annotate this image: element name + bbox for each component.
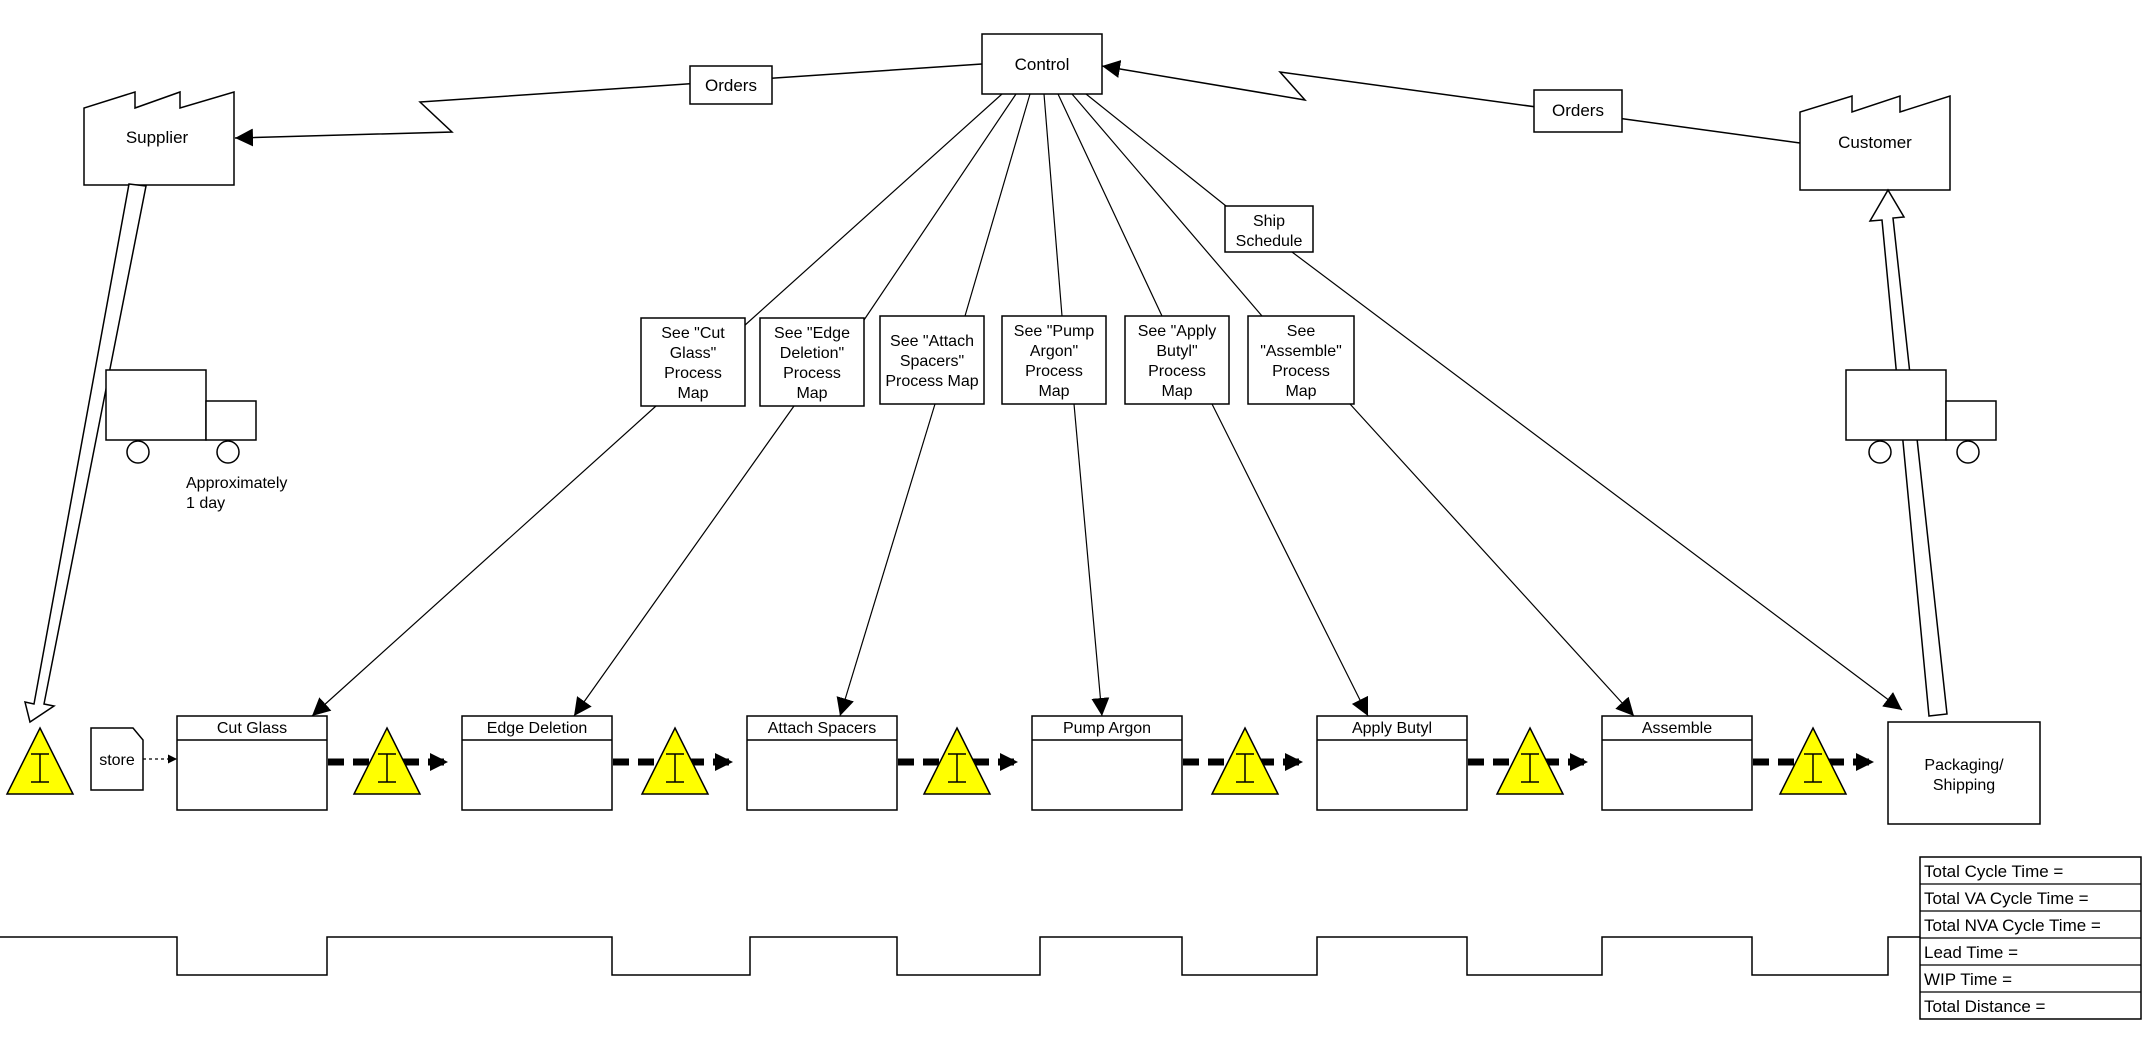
process-map-box-apply-butyl: See "Apply Butyl" Process Map: [1124, 315, 1230, 405]
process-map-text: Process: [783, 365, 841, 382]
packaging-shipping-box: Packaging/ Shipping: [1887, 721, 2041, 825]
customer-factory: Customer: [1799, 94, 1951, 191]
process-map-text: See "Attach: [890, 333, 974, 350]
packaging-line-2: Shipping: [1933, 777, 1995, 794]
process-map-box-edge-deletion: See "Edge Deletion" Process Map: [759, 317, 865, 407]
process-map-text: See "Pump: [1014, 323, 1094, 340]
process-map-text: See "Apply: [1138, 323, 1217, 340]
process-map-arrows: [311, 403, 1635, 717]
process-map-text: "Assemble": [1260, 343, 1342, 360]
process-map-text: Glass": [670, 345, 717, 362]
process-label: Cut Glass: [217, 720, 287, 737]
supplier-factory: Supplier: [83, 90, 235, 186]
orders-flow-from-customer: [1101, 60, 1801, 144]
process-map-text: Process: [1025, 363, 1083, 380]
truck-left-caption-line-1: Approximately: [186, 475, 287, 492]
process-map-text: Process: [1272, 363, 1330, 380]
orders-box-right: Orders: [1533, 89, 1623, 133]
summary-table: Total Cycle Time = Total VA Cycle Time =…: [1919, 856, 2142, 1020]
process-box-apply-butyl: Apply Butyl: [1316, 715, 1468, 811]
summary-row-total-cycle-time: Total Cycle Time =: [1924, 862, 2063, 881]
ship-schedule-line-2: Schedule: [1236, 233, 1303, 250]
orders-flow-to-supplier: [234, 63, 983, 147]
process-map-text: Process: [664, 365, 722, 382]
process-map-box-pump-argon: See "Pump Argon" Process Map: [1001, 315, 1107, 405]
supplier-label: Supplier: [126, 128, 189, 147]
process-map-text: Process: [1148, 363, 1206, 380]
control-label: Control: [1015, 55, 1070, 74]
truck-left-caption-line-2: 1 day: [186, 495, 225, 512]
summary-row-total-nva-cycle-time: Total NVA Cycle Time =: [1924, 916, 2101, 935]
process-box-cut-glass: Cut Glass: [176, 715, 328, 811]
process-map-text: Map: [1285, 383, 1316, 400]
process-label: Apply Butyl: [1352, 720, 1432, 737]
timeline-ladder: [0, 936, 1920, 976]
process-box-assemble: Assemble: [1601, 715, 1753, 811]
packaging-line-1: Packaging/: [1924, 757, 2004, 774]
inventory-triangles: IIIIIII: [5, 726, 1848, 795]
inventory-triangle-icon: I: [1210, 726, 1280, 795]
orders-left-label: Orders: [705, 76, 757, 95]
process-map-text: Map: [677, 385, 708, 402]
process-map-text: See "Edge: [774, 325, 850, 342]
process-map-text: Spacers": [900, 353, 964, 370]
inventory-triangle-icon: I: [1778, 726, 1848, 795]
process-map-box-assemble: See "Assemble" Process Map: [1247, 315, 1355, 405]
process-label: Edge Deletion: [487, 720, 588, 737]
process-map-text: Butyl": [1156, 343, 1197, 360]
inventory-triangle-icon: I: [5, 726, 75, 795]
summary-row-total-va-cycle-time: Total VA Cycle Time =: [1924, 889, 2089, 908]
process-map-text: Map: [1038, 383, 1069, 400]
store-box: store: [90, 727, 144, 791]
process-label: Assemble: [1642, 720, 1712, 737]
process-box-edge-deletion: Edge Deletion: [461, 715, 613, 811]
truck-right-icon: [1845, 369, 1997, 464]
process-box-pump-argon: Pump Argon: [1031, 715, 1183, 811]
process-label: Attach Spacers: [768, 720, 877, 737]
customer-label: Customer: [1838, 133, 1912, 152]
store-label: store: [99, 752, 135, 769]
supplier-shipment-arrow: [23, 183, 147, 724]
process-map-text: Process Map: [885, 373, 978, 390]
ship-schedule-box: Ship Schedule: [1224, 205, 1314, 253]
process-map-box-cut-glass: See "Cut Glass" Process Map: [640, 317, 746, 407]
customer-shipment-arrow: [1868, 188, 1948, 717]
summary-row-total-distance: Total Distance =: [1924, 997, 2045, 1016]
orders-right-label: Orders: [1552, 101, 1604, 120]
control-box: Control: [981, 33, 1103, 95]
process-box-attach-spacers: Attach Spacers: [746, 715, 898, 811]
inventory-triangle-icon: I: [640, 726, 710, 795]
process-map-text: Map: [796, 385, 827, 402]
process-map-text: See "Cut: [661, 325, 725, 342]
truck-left-icon: [105, 369, 257, 464]
summary-row-wip-time: WIP Time =: [1924, 970, 2012, 989]
process-label: Pump Argon: [1063, 720, 1151, 737]
summary-row-lead-time: Lead Time =: [1924, 943, 2018, 962]
process-map-text: Deletion": [780, 345, 844, 362]
ship-schedule-line-1: Ship: [1253, 213, 1285, 230]
inventory-triangle-icon: I: [922, 726, 992, 795]
process-map-text: Map: [1161, 383, 1192, 400]
orders-box-left: Orders: [689, 65, 773, 105]
inventory-triangle-icon: I: [352, 726, 422, 795]
control-fanout-lines: [743, 93, 1903, 711]
process-map-text: Argon": [1030, 343, 1078, 360]
process-map-text: See: [1287, 323, 1316, 340]
process-map-box-attach-spacers: See "Attach Spacers" Process Map: [879, 315, 985, 405]
inventory-triangle-icon: I: [1495, 726, 1565, 795]
